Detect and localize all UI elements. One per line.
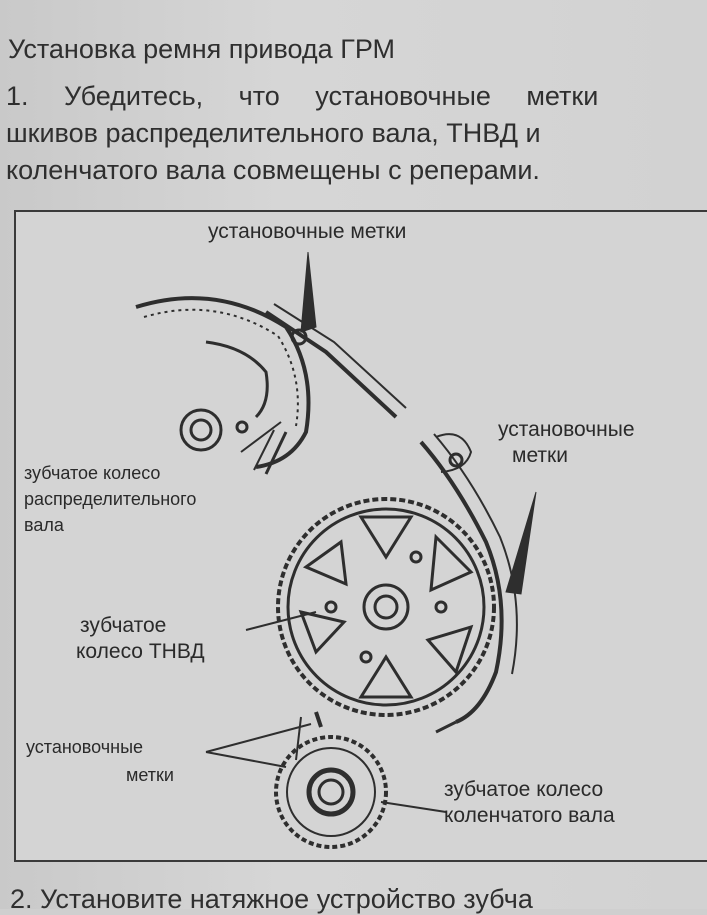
- step-1-line-3: коленчатого вала совмещены с реперами.: [6, 155, 540, 185]
- step-1-line-2: шкивов распределительного вала, ТНВД и: [6, 118, 541, 148]
- label-marks-right-1: установочные: [498, 418, 635, 441]
- label-marks-left-2: метки: [126, 765, 174, 785]
- belt-right: [419, 440, 504, 724]
- timing-belt-figure: установочные метки установочные метки зу…: [14, 210, 707, 862]
- label-camshaft-2: распределительного: [24, 489, 197, 509]
- label-marks-right-2: метки: [512, 444, 568, 467]
- section-heading: Установка ремня привода ГРМ: [8, 34, 396, 64]
- step-1-text: 1. Убедитесь, что установочные метки шки…: [6, 78, 707, 189]
- label-marks-left-1: установочные: [26, 737, 144, 757]
- label-crank-1: зубчатое колесо: [444, 778, 604, 801]
- timing-diagram: [135, 251, 537, 849]
- label-crank-2: коленчатого вала: [444, 804, 615, 827]
- label-camshaft-3: вала: [24, 515, 64, 535]
- belt-upper: [264, 310, 398, 419]
- label-pump-2: колесо ТНВД: [76, 640, 205, 663]
- pump-sprocket: [276, 497, 496, 717]
- step-1-line-1: 1. Убедитесь, что установочные метки: [6, 81, 599, 111]
- label-camshaft-1: зубчатое колесо: [24, 463, 161, 483]
- crankshaft-sprocket: [274, 711, 388, 849]
- camshaft-sprocket: [135, 296, 311, 475]
- step-2-text: 2. Установите натяжное устройство зубча: [10, 884, 533, 914]
- label-pump-1: зубчатое: [80, 614, 167, 637]
- label-marks-top: установочные метки: [208, 220, 407, 243]
